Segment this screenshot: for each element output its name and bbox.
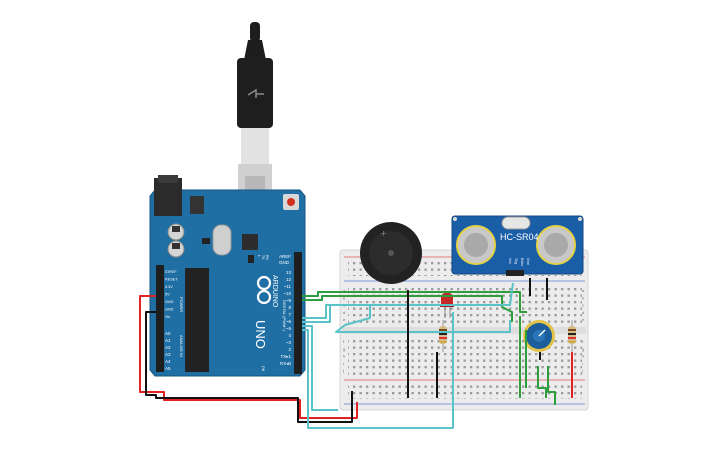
power-pin-label: GND [165,300,174,304]
analog-pin-label: A1 [165,338,171,343]
arduino-logo [256,275,272,305]
power-pin-label: Vin [165,315,170,319]
power-pin-label: IOREF [165,270,177,274]
crystal-oscillator [212,224,232,256]
digital-pin-label: ~10 [283,291,291,296]
status-led-label: TX [261,255,265,260]
row-letter: d [343,310,345,315]
piezo-buzzer[interactable]: + [360,222,422,284]
digital-pin-label: ~6 [286,319,292,324]
row-letter: b [343,295,346,300]
crystal [501,216,531,230]
power-pin-labels: IOREF RESET 3.3V 5V GND GND Vin [165,270,178,319]
digital-pin-label: 7 [288,312,291,317]
digital-pin-label: 4 [288,333,291,338]
usb-icon [247,88,264,98]
usb-plug [237,58,273,128]
digital-pin-label: RX◂0 [280,361,292,366]
sensor-pin-label: Echo [520,258,524,266]
model-label: UNO [253,320,268,349]
row-letter: i [582,361,583,366]
row-letter: i [343,361,344,366]
row-letter: c [582,303,584,308]
sensor-model-label: HC-SR04 [500,232,539,242]
power-pin-label: 3.3V [165,285,173,289]
digital-caption: DIGITAL (PWM~) [282,300,287,332]
status-led-label: L [257,255,261,257]
analog-pin-label: A2 [165,345,171,350]
power-caption: POWER [179,297,184,312]
digital-pin-label: 2 [288,347,291,352]
power-pin-label: GND [165,308,174,312]
sensor-pin-label: Gnd [526,258,530,265]
power-pin-label: 5V [165,293,170,297]
resistor-right[interactable] [568,320,576,352]
row-letter: h [343,354,345,359]
digital-header [294,252,302,374]
potentiometer[interactable] [523,320,555,352]
plus-icon: + [380,229,387,238]
analog-pin-label: A4 [165,359,171,364]
power-analog-header [156,265,164,372]
arduino-uno[interactable]: ARDUINO UNO DIGITAL (PWM~) POWER ANALOG … [149,175,306,377]
row-letter: b [582,295,585,300]
status-led-label: ON [261,366,265,372]
status-led-label: RX [265,255,269,261]
row-letter: f [343,339,345,344]
atmega-chip [185,268,209,372]
digital-pin-label: ~5 [286,326,292,331]
analog-pin-label: A0 [165,331,171,336]
row-letter: j [342,368,344,373]
aref-label: AREF [279,254,291,259]
digital-pin-label: ~3 [286,340,292,345]
row-letter: f [582,339,584,344]
row-letter: g [582,346,584,351]
row-letter: d [582,310,584,315]
row-letter: j [581,368,583,373]
row-letter: a [582,288,585,293]
dc-power-jack [154,178,182,216]
usb-cable [237,22,273,212]
digital-pin-label: 8 [288,305,291,310]
row-letter: e [343,317,346,322]
analog-pin-label: A3 [165,352,171,357]
row-letter: e [582,317,585,322]
row-letter: g [343,346,345,351]
digital-pin-label: 13 [286,270,292,275]
power-pin-label: RESET [165,278,178,282]
analog-caption: ANALOG IN [179,335,184,357]
digital-pin-label: ~9 [286,298,292,303]
brand-label: ARDUINO [271,275,278,308]
sensor-pin-label: Trig [514,258,518,264]
sensor-pin-label: Vcc [508,258,512,264]
digital-pin-labels: 13 12 ~11 ~10 ~9 8 7 ~6 ~5 4 ~3 2TX▸1RX◂0 [280,270,292,366]
power-rail-bottom [348,385,582,399]
row-letter: h [582,354,584,359]
digital-pin-label: 12 [286,277,292,282]
digital-pin-label: ~11 [284,284,292,289]
gnd-label: GND [279,260,290,265]
row-letter: a [343,288,346,293]
resistor-led[interactable] [439,320,447,352]
analog-pin-label: A5 [165,366,171,371]
center-channel [342,327,586,334]
digital-pin-label: TX▸1 [280,354,291,359]
wires [139,278,573,429]
